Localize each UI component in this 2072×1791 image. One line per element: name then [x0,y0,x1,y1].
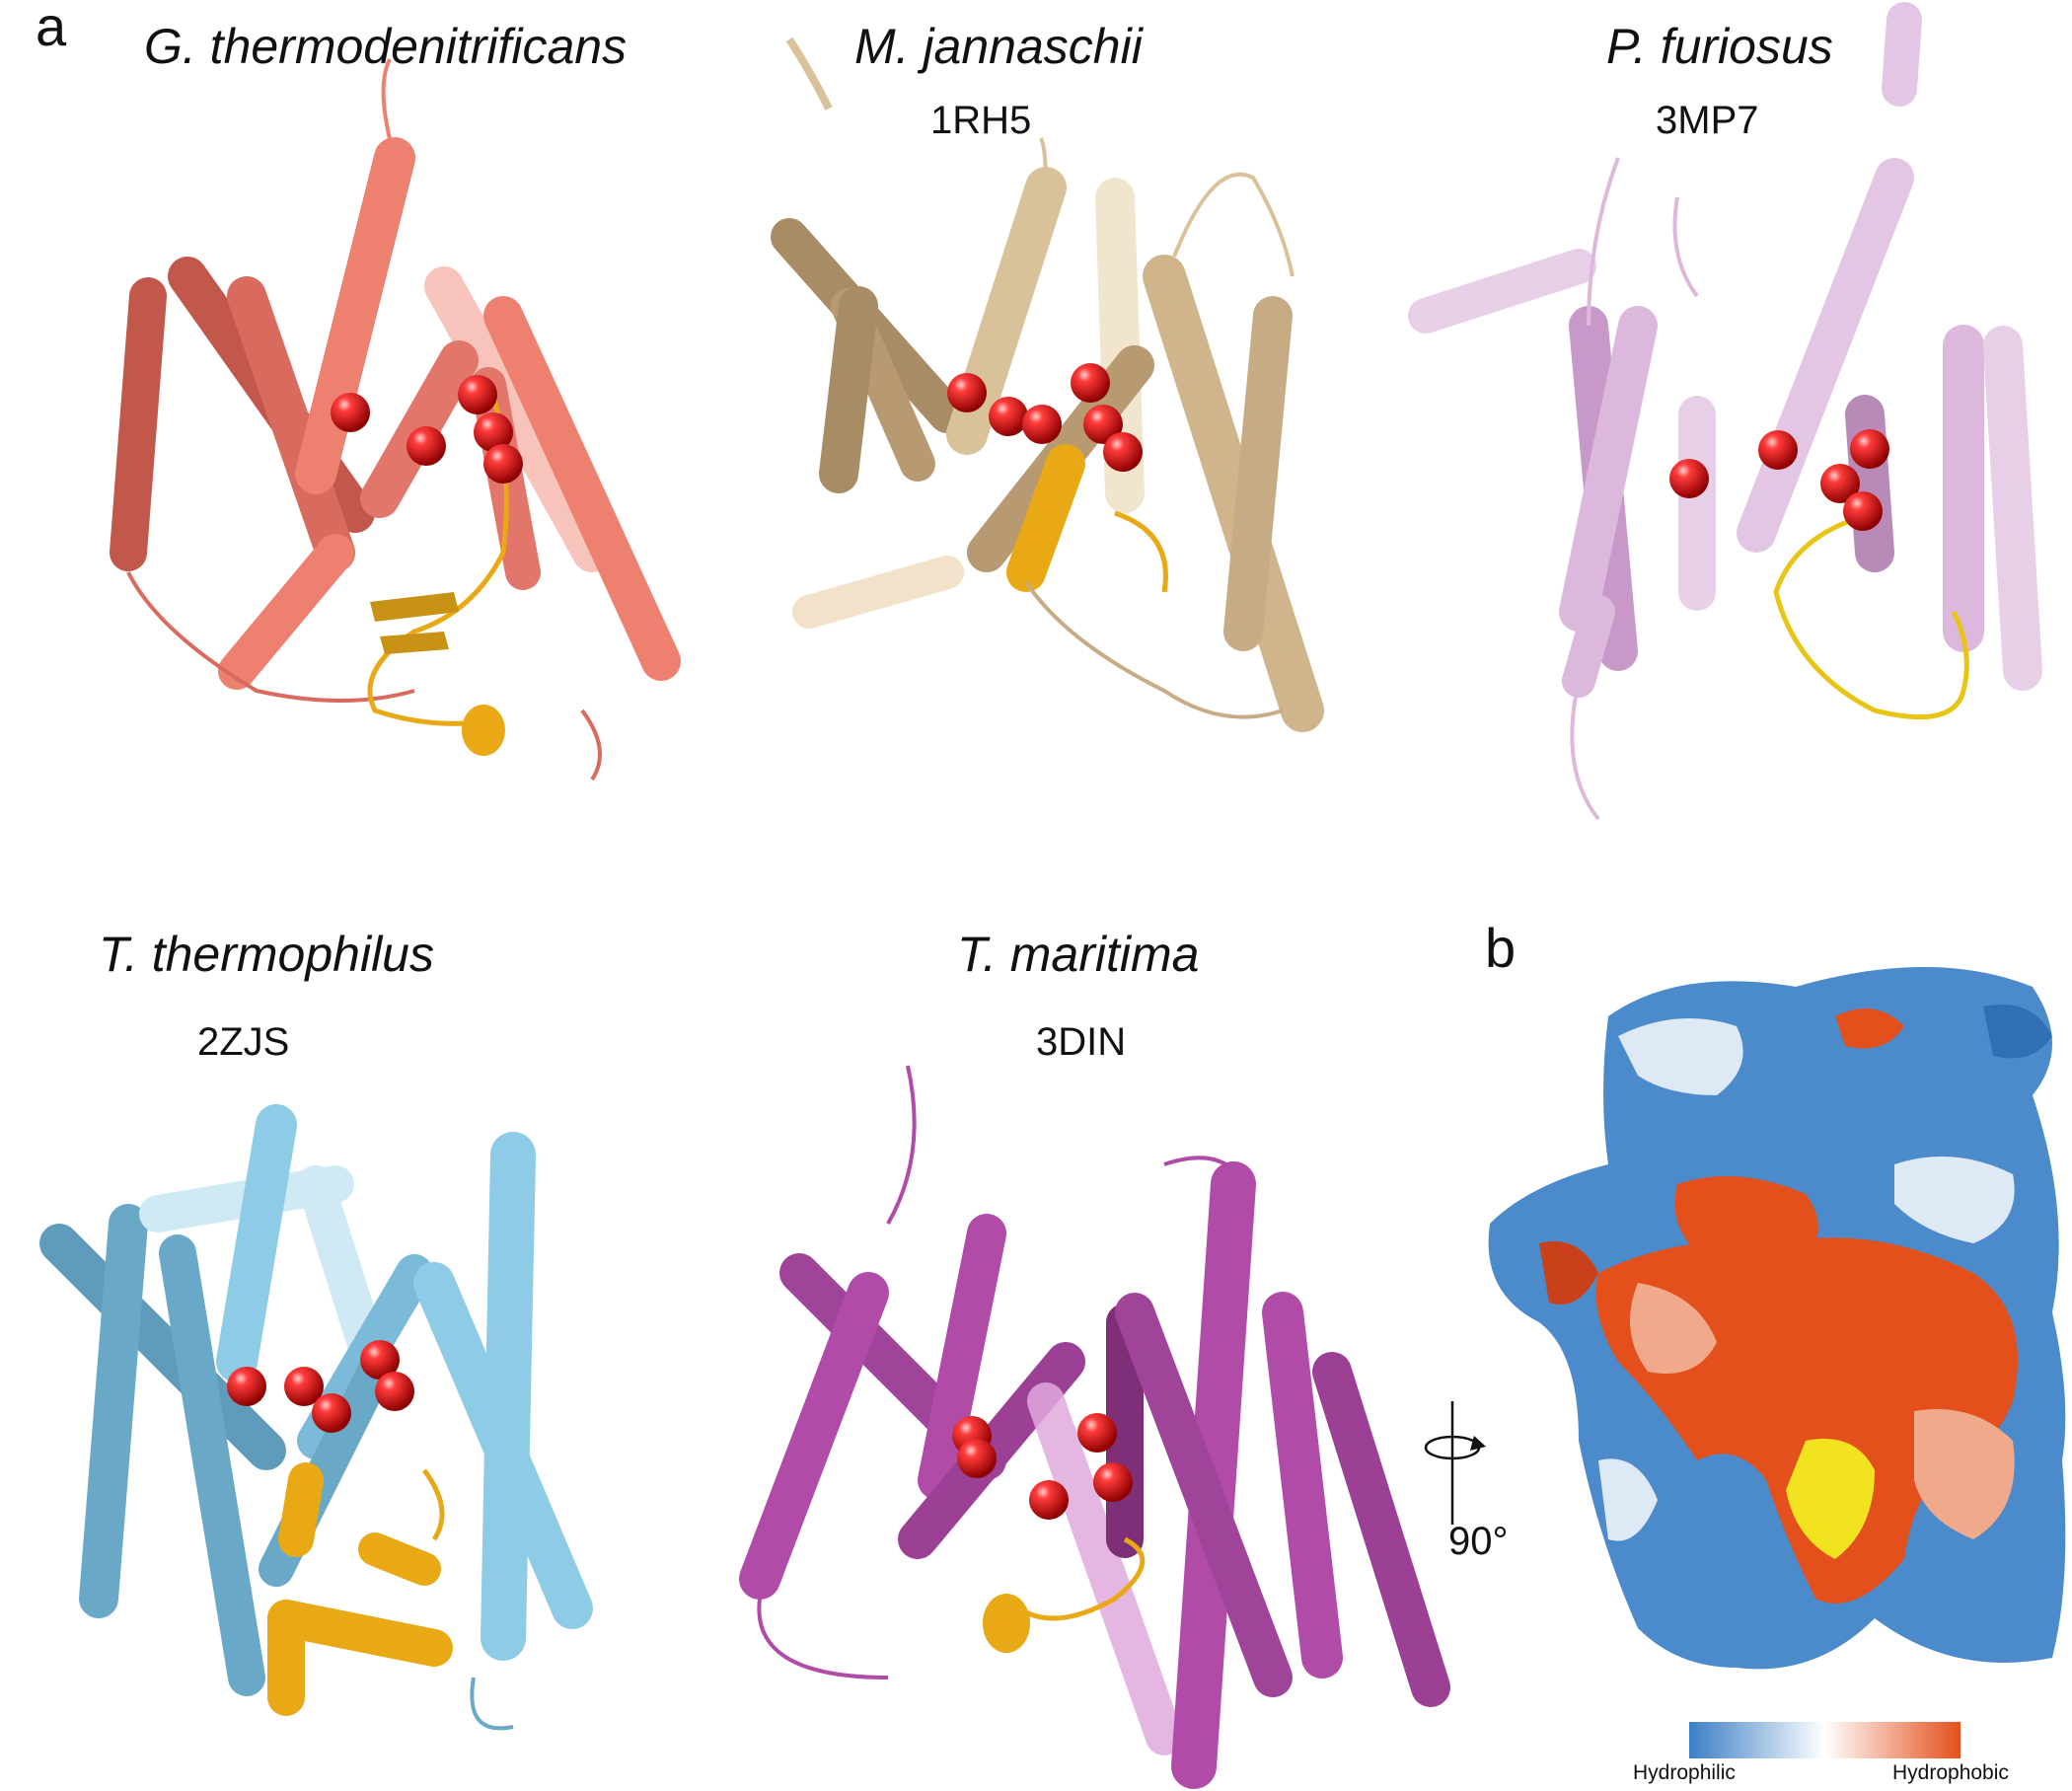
structure-m-jannaschii [771,37,1324,732]
rotation-label: 90° [1448,1520,1509,1563]
scale-right-label: Hydrophobic [1892,1761,2009,1784]
species-label-g-thermodenitrificans: G. thermodenitrificans [144,19,628,74]
panel-a-letter: a [36,0,67,57]
structure-t-maritima [739,1065,1450,1789]
panel-b-letter: b [1485,917,1517,979]
species-label-m-jannaschii: M. jannaschii [854,19,1143,74]
rotation-arrow-icon [1424,1401,1486,1525]
structure-p-furiosus [1408,2,2042,821]
pdb-id-1rh5: 1RH5 [930,99,1032,142]
scale-left-label: Hydrophilic [1633,1761,1736,1784]
hydrophobicity-surface [1488,967,2066,1670]
pdb-id-3din: 3DIN [1036,1020,1127,1064]
structure-g-thermodenitrificans [110,58,681,782]
species-label-t-thermophilus: T. thermophilus [99,927,434,982]
pdb-id-2zjs: 2ZJS [197,1020,290,1064]
species-label-t-maritima: T. maritima [957,927,1200,982]
species-label-p-furiosus: P. furiosus [1606,19,1833,74]
hydrophobicity-scale-bar [1689,1722,1961,1758]
pdb-id-3mp7: 3MP7 [1656,99,1759,142]
structure-t-thermophilus [39,1104,593,1731]
